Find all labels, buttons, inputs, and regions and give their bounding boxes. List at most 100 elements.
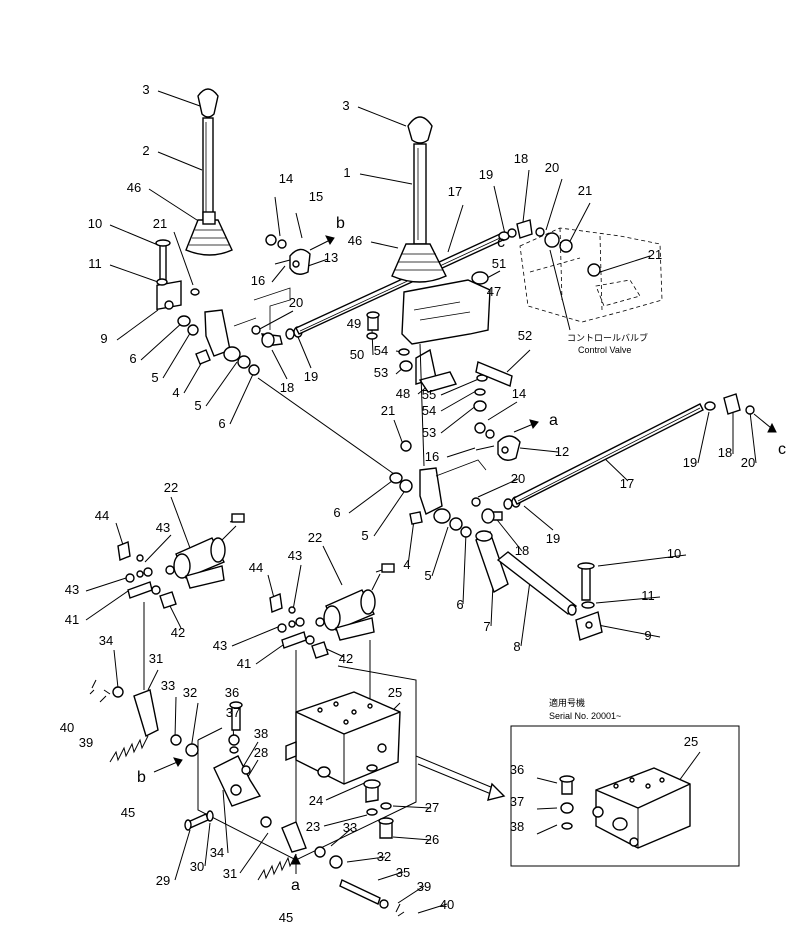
serial-inset-frame	[510, 725, 740, 867]
left-lever-assembly	[155, 88, 303, 376]
arrow-letter-a-upper: a	[549, 412, 558, 429]
callout-38: 38	[510, 819, 524, 834]
washer-11-left	[156, 278, 168, 286]
callout-25: 25	[684, 734, 698, 749]
dust-boot-right	[391, 243, 447, 283]
callout-14: 14	[279, 171, 293, 186]
callout-18: 18	[280, 380, 294, 395]
housing-25	[285, 691, 401, 785]
bracket-44-lower	[269, 593, 329, 659]
callout-46: 46	[127, 180, 141, 195]
callout-27: 27	[425, 800, 439, 815]
callout-43: 43	[288, 548, 302, 563]
callout-50: 50	[350, 347, 364, 362]
callout-3: 3	[142, 82, 149, 97]
control-valve: コントロールバルブ Control Valve	[519, 227, 663, 355]
callout-40: 40	[60, 720, 74, 735]
lever-arm-31-upper	[89, 679, 262, 807]
arrow-letter-b-upper: b	[336, 215, 345, 232]
tube-8	[496, 551, 578, 615]
callout-21: 21	[578, 183, 592, 198]
arrow-b-lower	[153, 757, 183, 773]
spring-45-lower	[257, 853, 297, 881]
callout-41: 41	[65, 612, 79, 627]
callout-54: 54	[422, 403, 436, 418]
boot-cap-left	[202, 211, 216, 225]
bracket-13	[265, 234, 335, 275]
callout-37: 37	[510, 794, 524, 809]
callout-5: 5	[424, 568, 431, 583]
callout-6: 6	[129, 351, 136, 366]
serial-number-text: Serial No. 20001~	[549, 711, 621, 721]
callout-25: 25	[388, 685, 402, 700]
callout-9: 9	[100, 331, 107, 346]
callout-19: 19	[304, 369, 318, 384]
callout-16: 16	[425, 449, 439, 464]
callout-53: 53	[422, 425, 436, 440]
callout-36: 36	[510, 762, 524, 777]
callout-8: 8	[513, 639, 520, 654]
lower-hardware	[184, 764, 405, 917]
callout-48: 48	[396, 386, 410, 401]
callout-1: 1	[343, 165, 350, 180]
callout-10: 10	[667, 546, 681, 561]
callout-5: 5	[151, 370, 158, 385]
callout-19: 19	[546, 531, 560, 546]
callout-21: 21	[648, 247, 662, 262]
callout-43: 43	[65, 582, 79, 597]
lever-knob-left	[197, 88, 219, 118]
callout-17: 17	[620, 476, 634, 491]
arrow-a-lower	[291, 854, 301, 874]
callout-18: 18	[515, 543, 529, 558]
callout-35: 35	[396, 865, 410, 880]
callout-51: 51	[492, 256, 506, 271]
callout-31: 31	[223, 866, 237, 881]
callout-33: 33	[343, 820, 357, 835]
control-valve-label-jp: コントロールバルブ	[567, 332, 648, 343]
callout-33: 33	[161, 678, 175, 693]
bracket-12	[474, 419, 539, 461]
callout-18: 18	[514, 151, 528, 166]
callout-17: 17	[448, 184, 462, 199]
callout-21: 21	[381, 403, 395, 418]
callout-5: 5	[361, 528, 368, 543]
callout-19: 19	[479, 167, 493, 182]
callout-7: 7	[483, 619, 490, 634]
lever-bracket-left	[204, 309, 231, 357]
callout-54: 54	[374, 343, 388, 358]
bracket-28	[213, 755, 262, 807]
bracket-47	[401, 279, 491, 345]
callout-47: 47	[487, 284, 501, 299]
callout-19: 19	[683, 455, 697, 470]
callout-11: 11	[641, 588, 655, 603]
callout-30: 30	[190, 859, 204, 874]
callout-42: 42	[339, 651, 353, 666]
solenoid-lower	[315, 563, 395, 641]
callout-45: 45	[279, 910, 293, 925]
arrow-letter-c-upper: c	[497, 234, 505, 251]
callout-20: 20	[511, 471, 525, 486]
callout-37: 37	[226, 705, 240, 720]
callout-4: 4	[172, 385, 179, 400]
callout-42: 42	[171, 625, 185, 640]
callout-39: 39	[79, 735, 93, 750]
callout-41: 41	[237, 656, 251, 671]
callout-6: 6	[218, 416, 225, 431]
bolt-10-left	[159, 243, 167, 283]
callout-15: 15	[309, 189, 323, 204]
callout-3: 3	[342, 98, 349, 113]
callout-29: 29	[156, 873, 170, 888]
callout-43: 43	[156, 520, 170, 535]
callout-4: 4	[403, 557, 410, 572]
callout-23: 23	[306, 819, 320, 834]
callout-21: 21	[153, 216, 167, 231]
callout-32: 32	[377, 849, 391, 864]
callout-5: 5	[194, 398, 201, 413]
outline-guides	[233, 287, 291, 330]
callout-26: 26	[425, 832, 439, 847]
callout-32: 32	[183, 685, 197, 700]
callout-6: 6	[333, 505, 340, 520]
callout-38: 38	[254, 726, 268, 741]
